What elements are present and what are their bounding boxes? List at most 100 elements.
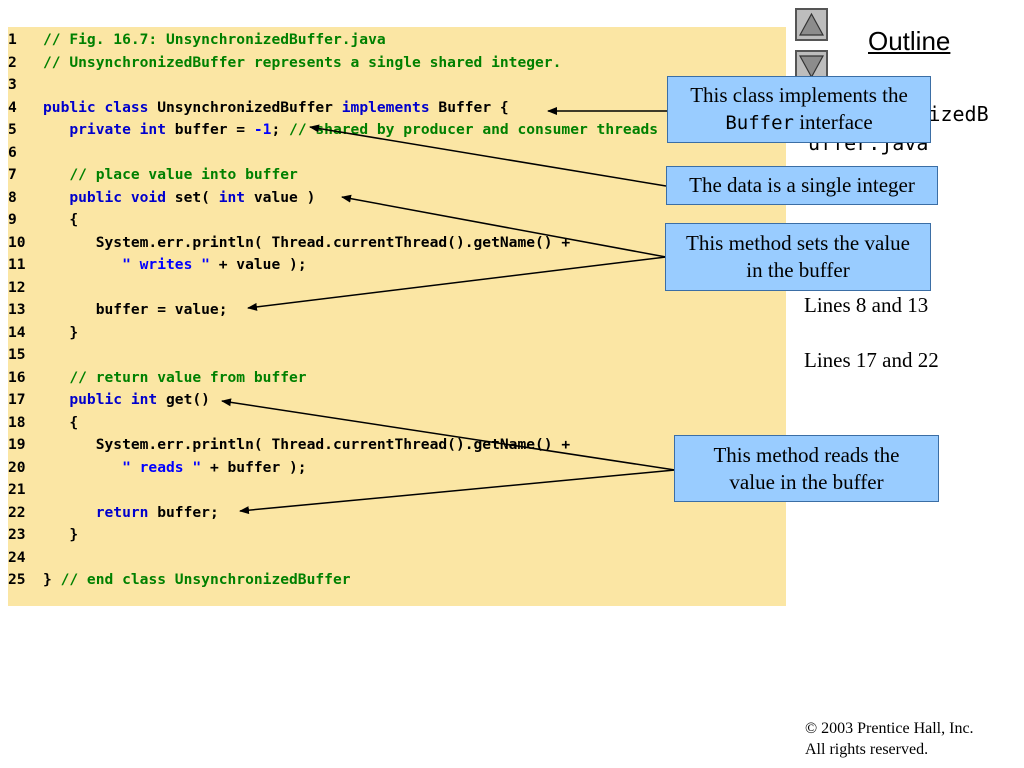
- line-number: 13: [8, 301, 26, 318]
- line-number: 18: [8, 413, 26, 431]
- code-token: " writes ": [122, 256, 210, 273]
- line-number: 9: [8, 211, 17, 228]
- code-token: " reads ": [122, 458, 202, 476]
- callout-line: This method reads the: [713, 442, 900, 467]
- code-token: -1: [253, 121, 272, 138]
- code-token: value ): [253, 188, 316, 206]
- line-number: 12: [8, 278, 26, 296]
- callout-get-method: This method reads the value in the buffe…: [674, 435, 939, 502]
- code-token: {: [43, 211, 79, 228]
- arrow-get-return: [239, 469, 676, 515]
- line-number: 3: [8, 76, 17, 93]
- line-number: 22: [8, 503, 26, 521]
- line-number: 10: [8, 233, 26, 251]
- code-token: return: [95, 503, 158, 521]
- code-text: " writes " + value );: [43, 254, 307, 276]
- previous-slide-button[interactable]: [795, 8, 828, 41]
- outline-note-lines-17-22: Lines 17 and 22: [804, 348, 939, 372]
- code-text: return buffer;: [43, 502, 219, 524]
- code-token: public class: [43, 98, 158, 116]
- code-token: + value );: [209, 256, 307, 273]
- code-text: {: [43, 209, 78, 231]
- triangle-down-icon: [799, 55, 824, 79]
- line-number: 6: [8, 143, 17, 161]
- code-text: // return value from buffer: [43, 367, 307, 389]
- callout-line: The data is a single integer: [689, 173, 915, 197]
- code-text: " reads " + buffer );: [43, 457, 307, 479]
- line-number: 21: [8, 481, 26, 498]
- line-number: 17: [8, 391, 26, 408]
- line-number: 25: [8, 571, 26, 588]
- code-token: int: [218, 188, 254, 206]
- arrow-get-method: [221, 398, 676, 471]
- code-token: + buffer );: [201, 458, 307, 476]
- code-token: UnsynchronizedBuffer: [157, 98, 342, 116]
- code-token: }: [43, 571, 61, 588]
- code-token: public int: [43, 391, 167, 408]
- code-token: get(): [166, 391, 210, 408]
- code-token: {: [43, 413, 79, 431]
- line-number: 8: [8, 188, 17, 206]
- arrow-set-assign: [247, 256, 667, 311]
- code-text: public class UnsynchronizedBuffer implem…: [43, 97, 509, 119]
- callout-set-method: This method sets the value in the buffer: [665, 223, 931, 291]
- callout-line: Buffer interface: [668, 109, 930, 137]
- code-token: public void: [43, 188, 175, 206]
- line-number: 23: [8, 526, 26, 543]
- callout-code-text: Buffer: [725, 112, 794, 134]
- outline-note-lines-8-13: Lines 8 and 13: [804, 293, 929, 317]
- code-token: Buffer {: [438, 98, 509, 116]
- code-token: }: [43, 323, 79, 341]
- code-text: }: [43, 322, 78, 344]
- copyright-notice: © 2003 Prentice Hall, Inc. All rights re…: [805, 718, 974, 760]
- code-text: // UnsynchronizedBuffer represents a sin…: [43, 52, 561, 74]
- code-token: set(: [174, 188, 219, 206]
- line-number: 20: [8, 458, 26, 476]
- code-token: private int: [43, 121, 175, 138]
- line-number: 16: [8, 368, 26, 386]
- line-number: 15: [8, 346, 26, 363]
- arrow-data-integer: [309, 124, 667, 187]
- line-number: 1: [8, 31, 17, 48]
- arrow-set-method: [341, 194, 667, 258]
- code-token: ;: [271, 121, 290, 138]
- code-text: // place value into buffer: [43, 164, 298, 186]
- code-text: public void set( int value ): [43, 187, 315, 209]
- line-number: 2: [8, 53, 17, 71]
- code-panel: 1 // Fig. 16.7: UnsynchronizedBuffer.java…: [8, 27, 786, 606]
- code-text: buffer = value;: [43, 299, 228, 321]
- callout-line: This method sets the value: [686, 231, 910, 255]
- code-token: System.err.println( Thread.currentThread…: [43, 233, 571, 251]
- callout-line: This class implements the: [690, 83, 908, 107]
- code-token: buffer =: [174, 121, 254, 138]
- line-number: 4: [8, 98, 17, 116]
- code-token: // return value from buffer: [43, 368, 307, 386]
- callout-text: interface: [793, 110, 873, 134]
- code-text: } // end class UnsynchronizedBuffer: [43, 569, 351, 591]
- code-token: }: [43, 526, 79, 543]
- callout-line: in the buffer: [746, 258, 850, 282]
- code-token: implements: [341, 98, 439, 116]
- code-token: buffer = value;: [43, 301, 228, 318]
- callout-class-implements: This class implements the Buffer interfa…: [667, 76, 931, 143]
- line-number: 14: [8, 323, 26, 341]
- callout-data-integer: The data is a single integer: [666, 166, 938, 205]
- code-text: System.err.println( Thread.currentThread…: [43, 232, 570, 254]
- copyright-line: All rights reserved.: [805, 741, 929, 758]
- code-text: // Fig. 16.7: UnsynchronizedBuffer.java: [43, 29, 386, 51]
- line-number: 11: [8, 256, 26, 273]
- line-number: 24: [8, 548, 26, 566]
- callout-line: value in the buffer: [729, 469, 884, 494]
- outline-link[interactable]: Outline: [868, 26, 951, 56]
- code-token: // Fig. 16.7: UnsynchronizedBuffer.java: [43, 31, 386, 48]
- code-token: // end class UnsynchronizedBuffer: [60, 571, 351, 588]
- copyright-line: © 2003 Prentice Hall, Inc.: [805, 720, 974, 737]
- triangle-up-icon: [799, 12, 824, 36]
- code-token: // UnsynchronizedBuffer represents a sin…: [43, 53, 562, 71]
- code-text: }: [43, 524, 78, 546]
- code-text: {: [43, 412, 78, 434]
- code-text: public int get(): [43, 389, 210, 411]
- code-token: // place value into buffer: [43, 166, 298, 183]
- line-number: 5: [8, 121, 17, 138]
